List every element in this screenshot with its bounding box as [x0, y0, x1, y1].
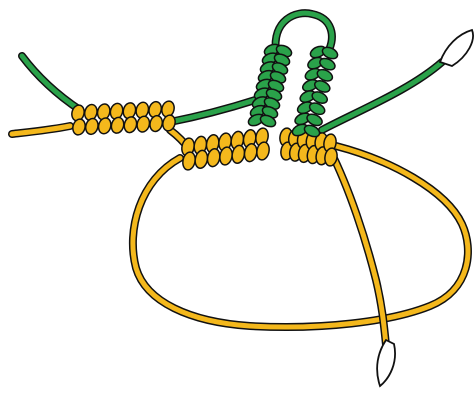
yellow-bead [135, 115, 151, 134]
yellow-bead [71, 118, 87, 137]
yellow-bead [110, 116, 126, 135]
yellow-bead [84, 117, 100, 136]
needle-top-right [440, 30, 473, 66]
needle-bottom [377, 340, 395, 386]
yellow-bead [123, 115, 139, 134]
yellow-thread-descending-tail [330, 150, 386, 345]
yellow-beads-row-1 [70, 100, 177, 137]
green-beads-left-column [247, 42, 294, 129]
yellow-beads-row-2 [180, 127, 270, 171]
yellow-bead [97, 117, 113, 136]
yellow-bead [148, 114, 164, 133]
yellow-thread-big-loop [133, 146, 468, 327]
